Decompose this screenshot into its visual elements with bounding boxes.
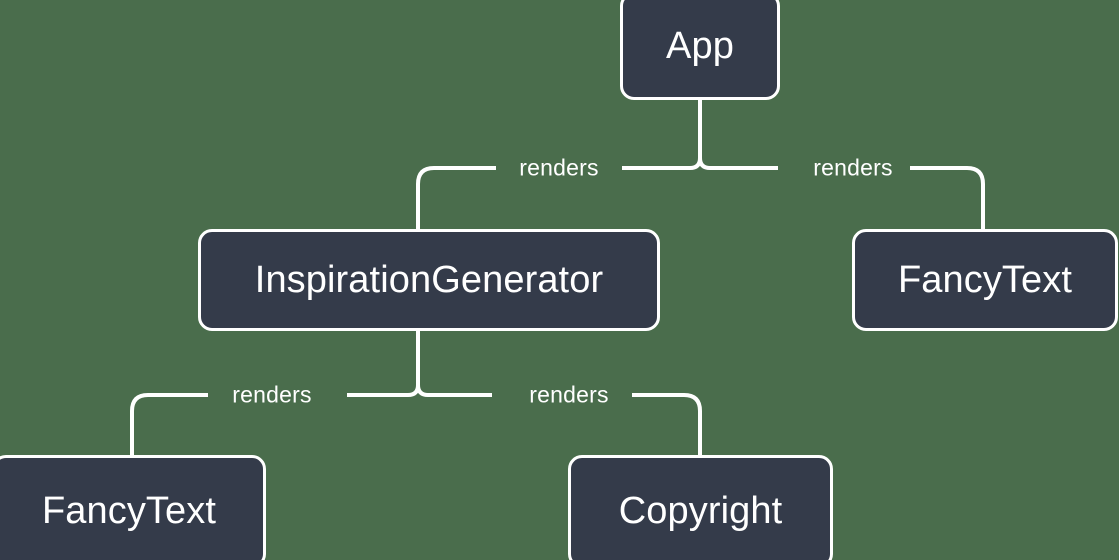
node-fancytext-right[interactable]: FancyText: [852, 229, 1118, 331]
node-app[interactable]: App: [620, 0, 780, 100]
node-copyright[interactable]: Copyright: [568, 455, 833, 560]
edge-label-app-to-fancytext-right: renders: [813, 154, 893, 181]
edge-app-to-fancytext-right: [910, 166, 985, 229]
edge-app-split-right: [698, 157, 778, 170]
node-fancytext-left[interactable]: FancyText: [0, 455, 266, 560]
edge-inspiration-to-copyright: [632, 393, 702, 456]
edge-inspiration-split-left: [347, 384, 420, 397]
node-inspiration-generator[interactable]: InspirationGenerator: [198, 229, 660, 331]
node-fancytext-right-label: FancyText: [897, 258, 1073, 301]
edge-label-inspiration-to-fancytext-left: renders: [232, 381, 312, 408]
node-inspiration-generator-label: InspirationGenerator: [254, 258, 604, 301]
edge-app-to-inspiration: [416, 166, 496, 229]
node-app-label: App: [666, 24, 734, 67]
edge-label-app-to-inspiration: renders: [519, 154, 599, 181]
node-fancytext-left-label: FancyText: [41, 490, 217, 532]
edge-inspiration-split-right: [416, 384, 492, 397]
edge-app-split-left: [622, 157, 702, 170]
node-copyright-label: Copyright: [618, 490, 783, 532]
edge-label-inspiration-to-copyright: renders: [529, 381, 609, 408]
edge-inspiration-to-fancytext-left: [130, 393, 208, 456]
